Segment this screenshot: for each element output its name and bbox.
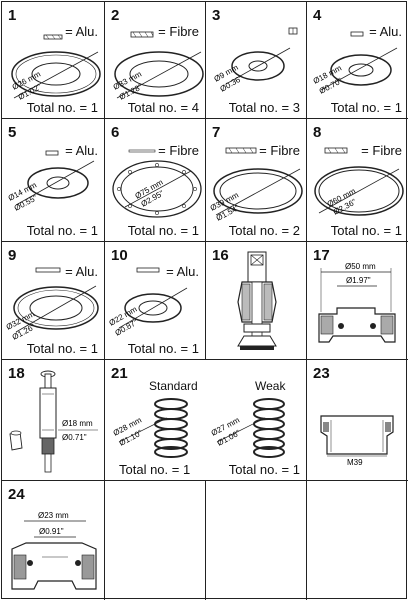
dim-mm: Ø18 mm [62,419,93,428]
dim-in: Ø1.97" [346,276,371,285]
total-count: Total no. = 1 [330,100,402,115]
washer-drawing: Ø33 mm Ø1.28" [112,31,204,102]
valve-seat-drawing: Ø50 mm Ø1.97" [318,262,396,343]
total-count: Total no. = 1 [127,341,199,356]
part-cell-23: 23 M39 [307,360,408,481]
total-count: Total no. = 1 [26,100,98,115]
standard-spring [154,398,188,458]
gasket-drawing: Ø75 mm Ø2.95" [112,149,202,218]
armature-drawing: Ø18 mm Ø0.71" [9,370,98,473]
part-number: 4 [313,7,322,24]
part-cell-24: 24 Ø23 mm Ø0.91" [2,481,105,600]
washer-drawing: Ø22 mm Ø0.87" [108,267,188,338]
total-count-standard: Total no. = 1 [119,462,191,477]
material-label: = Fibre [158,143,199,158]
empty-cell [206,481,307,600]
material-label: = Fibre [259,143,300,158]
total-count: Total no. = 2 [228,223,300,238]
dim-in: Ø0.71" [62,433,87,442]
material-label: = Alu. [65,24,98,39]
total-count-weak: Total no. = 1 [228,462,300,477]
standard-label: Standard [149,379,198,393]
part-cell-2: 2 Ø33 mm Ø1.28" = Fibre Total no. = 4 [105,2,206,119]
material-label: = Fibre [158,24,199,39]
part-number: 6 [111,124,120,141]
part-cell-7: 7 Ø39 mm Ø1.54" = Fibre Total no. = 2 [206,119,307,242]
dim-mm: Ø23 mm [38,511,69,520]
part-cell-21: 21 Standard Weak Ø28 mm Ø1.10" [105,360,307,481]
washer-drawing: Ø9 mm Ø0.36" [213,27,298,94]
total-count: Total no. = 1 [127,223,199,238]
total-count: Total no. = 1 [26,223,98,238]
part-number: 7 [212,124,221,141]
part-cell-8: 8 Ø60 mm Ø2.36" = Fibre Total no. = 1 [307,119,408,242]
part-number: 1 [8,7,17,24]
material-label: = Alu. [65,143,98,158]
part-cell-10: 10 Ø22 mm Ø0.87" = Alu. Total no. = 1 [105,242,206,360]
washer-drawing: Ø14 mm Ø0.55" [7,150,95,213]
part-number: 16 [212,247,229,264]
weak-spring [253,398,285,458]
thread-label: M39 [347,458,363,467]
washer-drawing: Ø60 mm Ø2.36" [314,147,404,217]
part-cell-9: 9 Ø32 mm Ø1.26" = Alu. Total no. = 1 [2,242,105,360]
washer-drawing: Ø26 mm Ø1.02" [11,34,101,102]
part-cell-5: 5 Ø14 mm Ø0.55" = Alu. Total no. = 1 [2,119,105,242]
part-cell-18: 18 Ø18 mm Ø0.71" [2,360,105,481]
part-number: 3 [212,7,221,24]
valve-insert-drawing [237,251,277,350]
part-cell-3: 3 Ø9 mm Ø0.36" Total no. = 3 [206,2,307,119]
empty-cell [105,481,206,600]
weak-label: Weak [255,379,286,393]
part-cell-17: 17 Ø50 mm Ø1.97" [307,242,408,360]
part-number: 24 [8,486,25,503]
washer-drawing: Ø32 mm Ø1.26" [5,267,99,342]
material-label: = Fibre [361,143,402,158]
part-number: 9 [8,247,17,264]
part-number: 10 [111,247,128,264]
part-number: 5 [8,124,17,141]
nut-drawing: M39 [320,415,394,467]
washer-drawing: Ø18 mm Ø0.70" [312,31,398,96]
total-count: Total no. = 1 [330,223,402,238]
part-cell-4: 4 Ø18 mm Ø0.70" = Alu. Total no. = 1 [307,2,408,119]
springs-drawing: Ø28 mm Ø1.10" Ø27 mm Ø1.06" [112,398,285,458]
part-number: 17 [313,247,330,264]
material-label: = Alu. [369,24,402,39]
dim-mm: Ø50 mm [345,262,376,271]
part-cell-6: 6 Ø75 mm Ø2.95" = Fibre Total no. = 1 [105,119,206,242]
material-label: = Alu. [65,264,98,279]
washer-drawing: Ø39 mm Ø1.54" [209,147,303,223]
empty-cell [307,481,408,600]
seal-drawing: Ø23 mm Ø0.91" [11,511,97,590]
total-count: Total no. = 3 [228,100,300,115]
part-number: 23 [313,365,330,382]
part-number: 18 [8,365,25,382]
total-count: Total no. = 1 [26,341,98,356]
part-cell-1: 1 Ø26 mm Ø1.02" = Alu. Total no. = 1 [2,2,105,119]
dim-in: Ø0.91" [39,527,64,536]
part-number: 8 [313,124,322,141]
part-number: 21 [111,365,128,382]
total-count: Total no. = 4 [127,100,199,115]
part-number: 2 [111,7,120,24]
material-label: = Alu. [166,264,199,279]
part-cell-16: 16 [206,242,307,360]
